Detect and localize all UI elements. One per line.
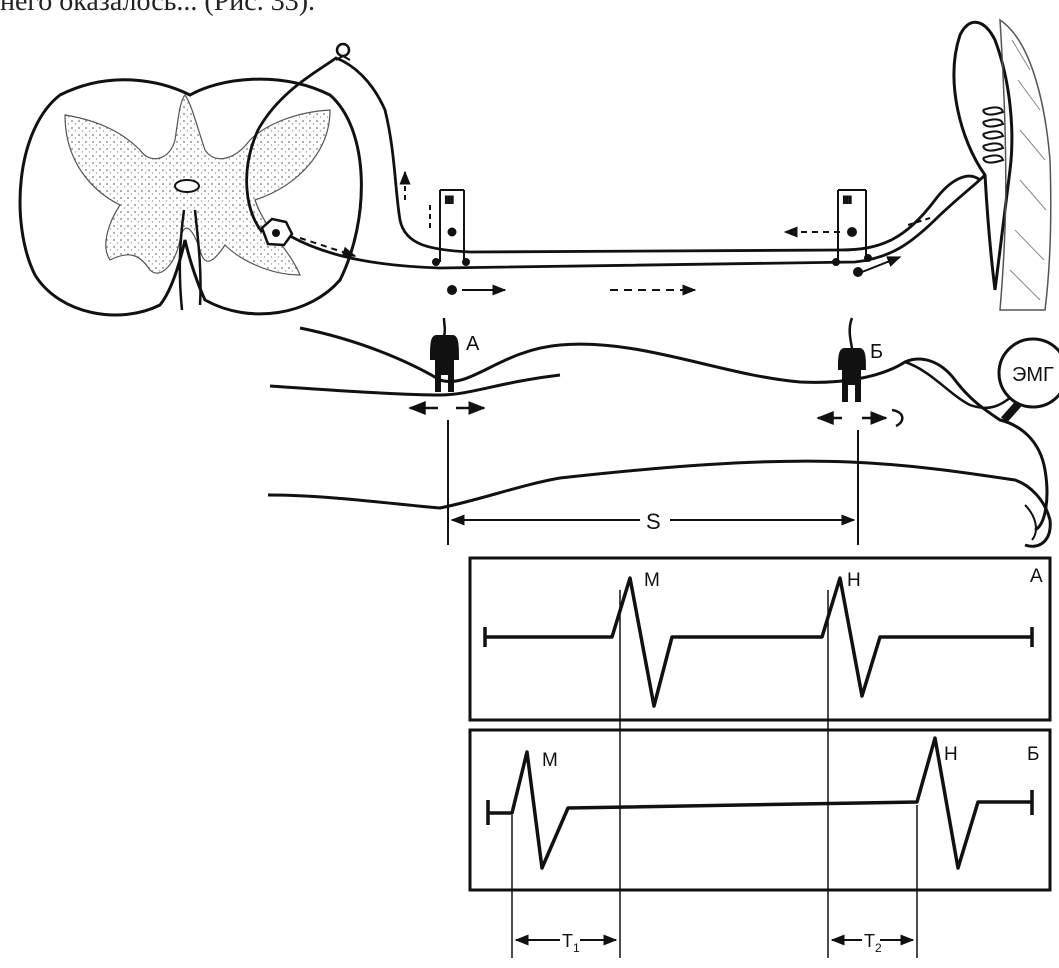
- trace-b-label: Б: [1027, 744, 1039, 765]
- t2-label: T2: [864, 931, 882, 955]
- stimulation-points: ווו ווו: [433, 190, 871, 265]
- t1-label: T1: [562, 931, 580, 955]
- dorsal-ganglion: [337, 44, 349, 56]
- svg-text:ווו: ווו: [843, 194, 852, 206]
- efferent-axon: [290, 175, 985, 268]
- trace-a-peak-m: М: [644, 570, 660, 591]
- electrode-b-label: Б: [870, 341, 883, 363]
- trace-b-peak-h: Н: [944, 744, 958, 765]
- svg-text:ווו: ווו: [445, 194, 454, 206]
- spinal-cord-section-icon: [20, 79, 361, 315]
- trace-a-label: А: [1030, 566, 1043, 587]
- muscle-icon: [954, 20, 1051, 310]
- impulse-arrows: [300, 172, 930, 290]
- stimulating-electrode-icon-b: [838, 318, 866, 402]
- emg-label: ЭМГ: [1012, 364, 1054, 386]
- trace-a-peak-h: Н: [847, 570, 861, 591]
- trace-b-peak-m: М: [542, 750, 558, 771]
- trace-panel-a: [470, 558, 1050, 720]
- electrode-a-label: А: [466, 333, 480, 355]
- distance-label: S: [646, 509, 661, 534]
- motor-neuron-icon: [262, 219, 292, 245]
